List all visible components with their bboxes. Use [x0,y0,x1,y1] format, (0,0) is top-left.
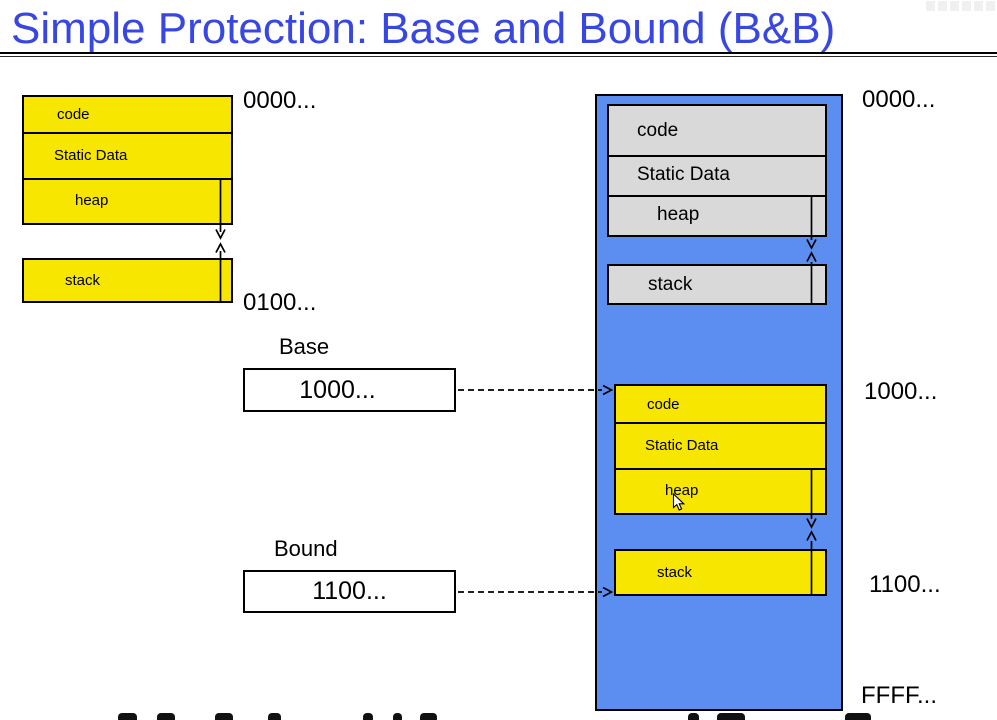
base-register-box: 1000... [243,368,456,412]
relocated-segment-static-data: Static Data [645,436,719,454]
virtual-memory-block: code Static Data heap [22,95,233,225]
address-physical-top: 0000... [862,86,936,113]
relocated-segment-stack: stack [657,564,693,581]
mouse-cursor-icon [672,493,686,511]
title-underline-top [0,52,997,54]
segment-code: code [57,106,90,123]
address-virtual-stack-bottom: 0100... [243,289,317,316]
address-virtual-top: 0000... [243,87,317,114]
divider [609,195,825,197]
base-pointer-arrow [458,384,614,396]
gray-segment-stack: stack [648,273,693,295]
divider [24,178,231,180]
bound-pointer-arrow [458,586,614,598]
title-underline-bottom [0,56,997,57]
gray-memory-stack: stack [607,264,827,305]
bound-register-label: Bound [274,536,338,561]
gray-segment-code: code [637,119,679,141]
bound-register-box: 1100... [243,570,456,613]
segment-static-data: Static Data [54,146,128,164]
base-register-label: Base [279,334,330,359]
segment-heap: heap [75,192,109,209]
gray-segment-static-data: Static Data [637,164,730,185]
page-title: Simple Protection: Base and Bound (B&B) [11,4,836,53]
gray-segment-heap: heap [657,204,700,225]
relocated-segment-heap: heap [665,482,699,499]
virtual-memory-stack: stack [22,258,233,303]
relocated-memory-block: code Static Data heap [614,384,827,515]
address-physical-bound: 1100... [869,571,941,598]
relocated-memory-stack: stack [614,549,827,596]
bound-register-value: 1100... [312,577,387,605]
address-physical-bottom: FFFF... [861,682,937,709]
relocated-segment-code: code [647,395,680,413]
segment-stack: stack [65,272,101,289]
watermark [926,1,995,12]
gray-memory-block: code Static Data heap [607,104,827,237]
divider [616,468,825,470]
divider [609,155,825,157]
address-physical-base: 1000... [864,378,938,405]
base-register-value: 1000... [299,375,376,404]
divider [24,132,231,134]
divider [616,422,825,424]
